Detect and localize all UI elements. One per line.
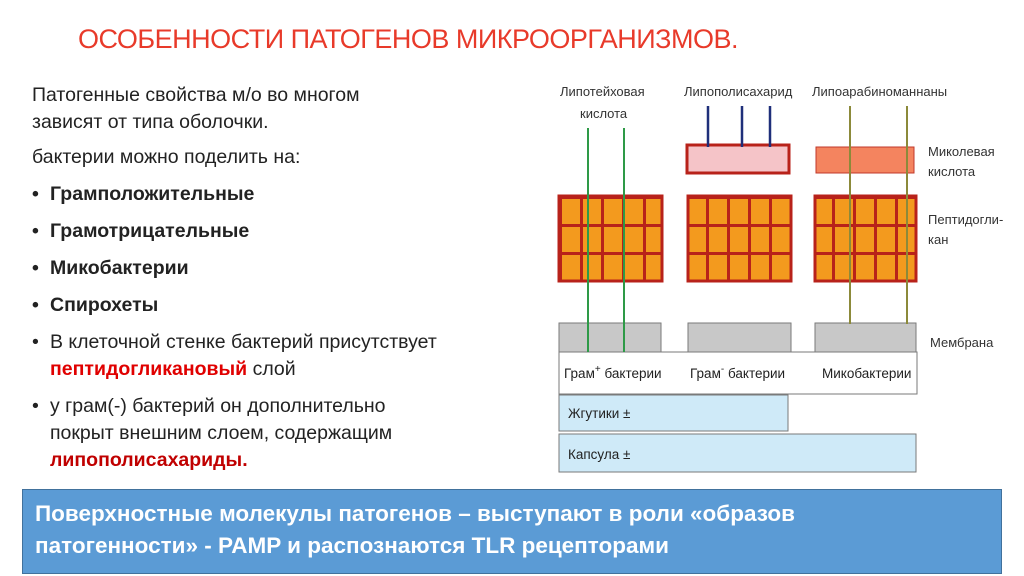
bacteria-type-box — [558, 351, 918, 395]
flagella-bar — [558, 394, 789, 432]
flagella-label: Жгутики ± — [568, 406, 630, 421]
cell-wall-item: В клеточной стенке бактерий присутствует… — [32, 329, 542, 383]
cell-wall-text: В клеточной стенке бактерий присутствует — [50, 331, 437, 353]
cell-wall-suffix: слой — [247, 358, 296, 380]
type-item-gram-negative: Грамотрицательные — [32, 218, 542, 245]
divide-line: бактерии можно поделить на: — [32, 146, 301, 168]
capsule-label: Капсула ± — [568, 447, 630, 462]
column-gram-positive: Грам+ бактерии — [564, 364, 662, 381]
lps-highlight: липополисахариды. — [50, 449, 248, 471]
pamp-banner: Поверхностные молекулы патогенов – высту… — [22, 489, 1002, 574]
intro-line-2: зависят от типа оболочки. — [32, 111, 269, 133]
gram-negative-text-1: у грам(-) бактерий он дополнительно — [50, 395, 386, 417]
peptidoglycan-block-gram-negative — [686, 194, 793, 283]
label-lipoteichoic-acid-1: Липотейховая — [560, 84, 645, 99]
cell-wall-diagram: Липотейховая кислота Липополисахарид Лип… — [557, 84, 1003, 473]
label-lipopolysaccharide: Липополисахарид — [684, 84, 793, 99]
membrane-gram-negative — [687, 322, 792, 353]
label-membrane: Мембрана — [930, 335, 994, 350]
capsule-bar — [558, 433, 917, 473]
column-gram-negative: Грам- бактерии — [690, 364, 785, 381]
column-mycobacteria: Микобактерии — [822, 366, 911, 381]
label-peptidoglycan-1: Пептидогли- — [928, 212, 1003, 227]
peptidoglycan-highlight: пептидогликановый — [50, 358, 248, 380]
bacteria-type-list: Грамположительные Грамотрицательные Мико… — [32, 181, 542, 474]
label-peptidoglycan-2: кан — [928, 232, 948, 247]
outer-membrane-bar — [685, 143, 791, 175]
type-item-gram-positive: Грамположительные — [32, 181, 542, 208]
membrane-mycobacteria — [814, 322, 917, 353]
type-item-spirochetes: Спирохеты — [32, 292, 542, 319]
peptidoglycan-block-gram-positive — [557, 194, 664, 283]
banner-line-1: Поверхностные молекулы патогенов – высту… — [35, 501, 795, 526]
peptidoglycan-block-mycobacteria — [813, 194, 918, 283]
label-mycolic-acid-2: кислота — [928, 164, 976, 179]
text-content: Патогенные свойства м/о во многом завися… — [32, 82, 542, 474]
intro-line-1: Патогенные свойства м/о во многом — [32, 84, 360, 106]
label-mycolic-acid-1: Миколевая — [928, 144, 995, 159]
page-title: ОСОБЕННОСТИ ПАТОГЕНОВ МИКРООРГАНИЗМОВ. — [78, 24, 738, 54]
type-item-mycobacteria: Микобактерии — [32, 255, 542, 282]
gram-negative-text-2: покрыт внешним слоем, содержащим — [50, 422, 393, 444]
mycolic-acid-bar — [815, 146, 915, 174]
gram-negative-item: у грам(-) бактерий он дополнительно покры… — [32, 393, 542, 474]
membrane-gram-positive — [558, 322, 662, 353]
label-lipoarabinomannan: Липоарабиноманнаны — [812, 84, 947, 99]
banner-line-2: патогенности» - PAMP и распознаются TLR … — [35, 533, 669, 558]
label-lipoteichoic-acid-2: кислота — [580, 106, 628, 121]
